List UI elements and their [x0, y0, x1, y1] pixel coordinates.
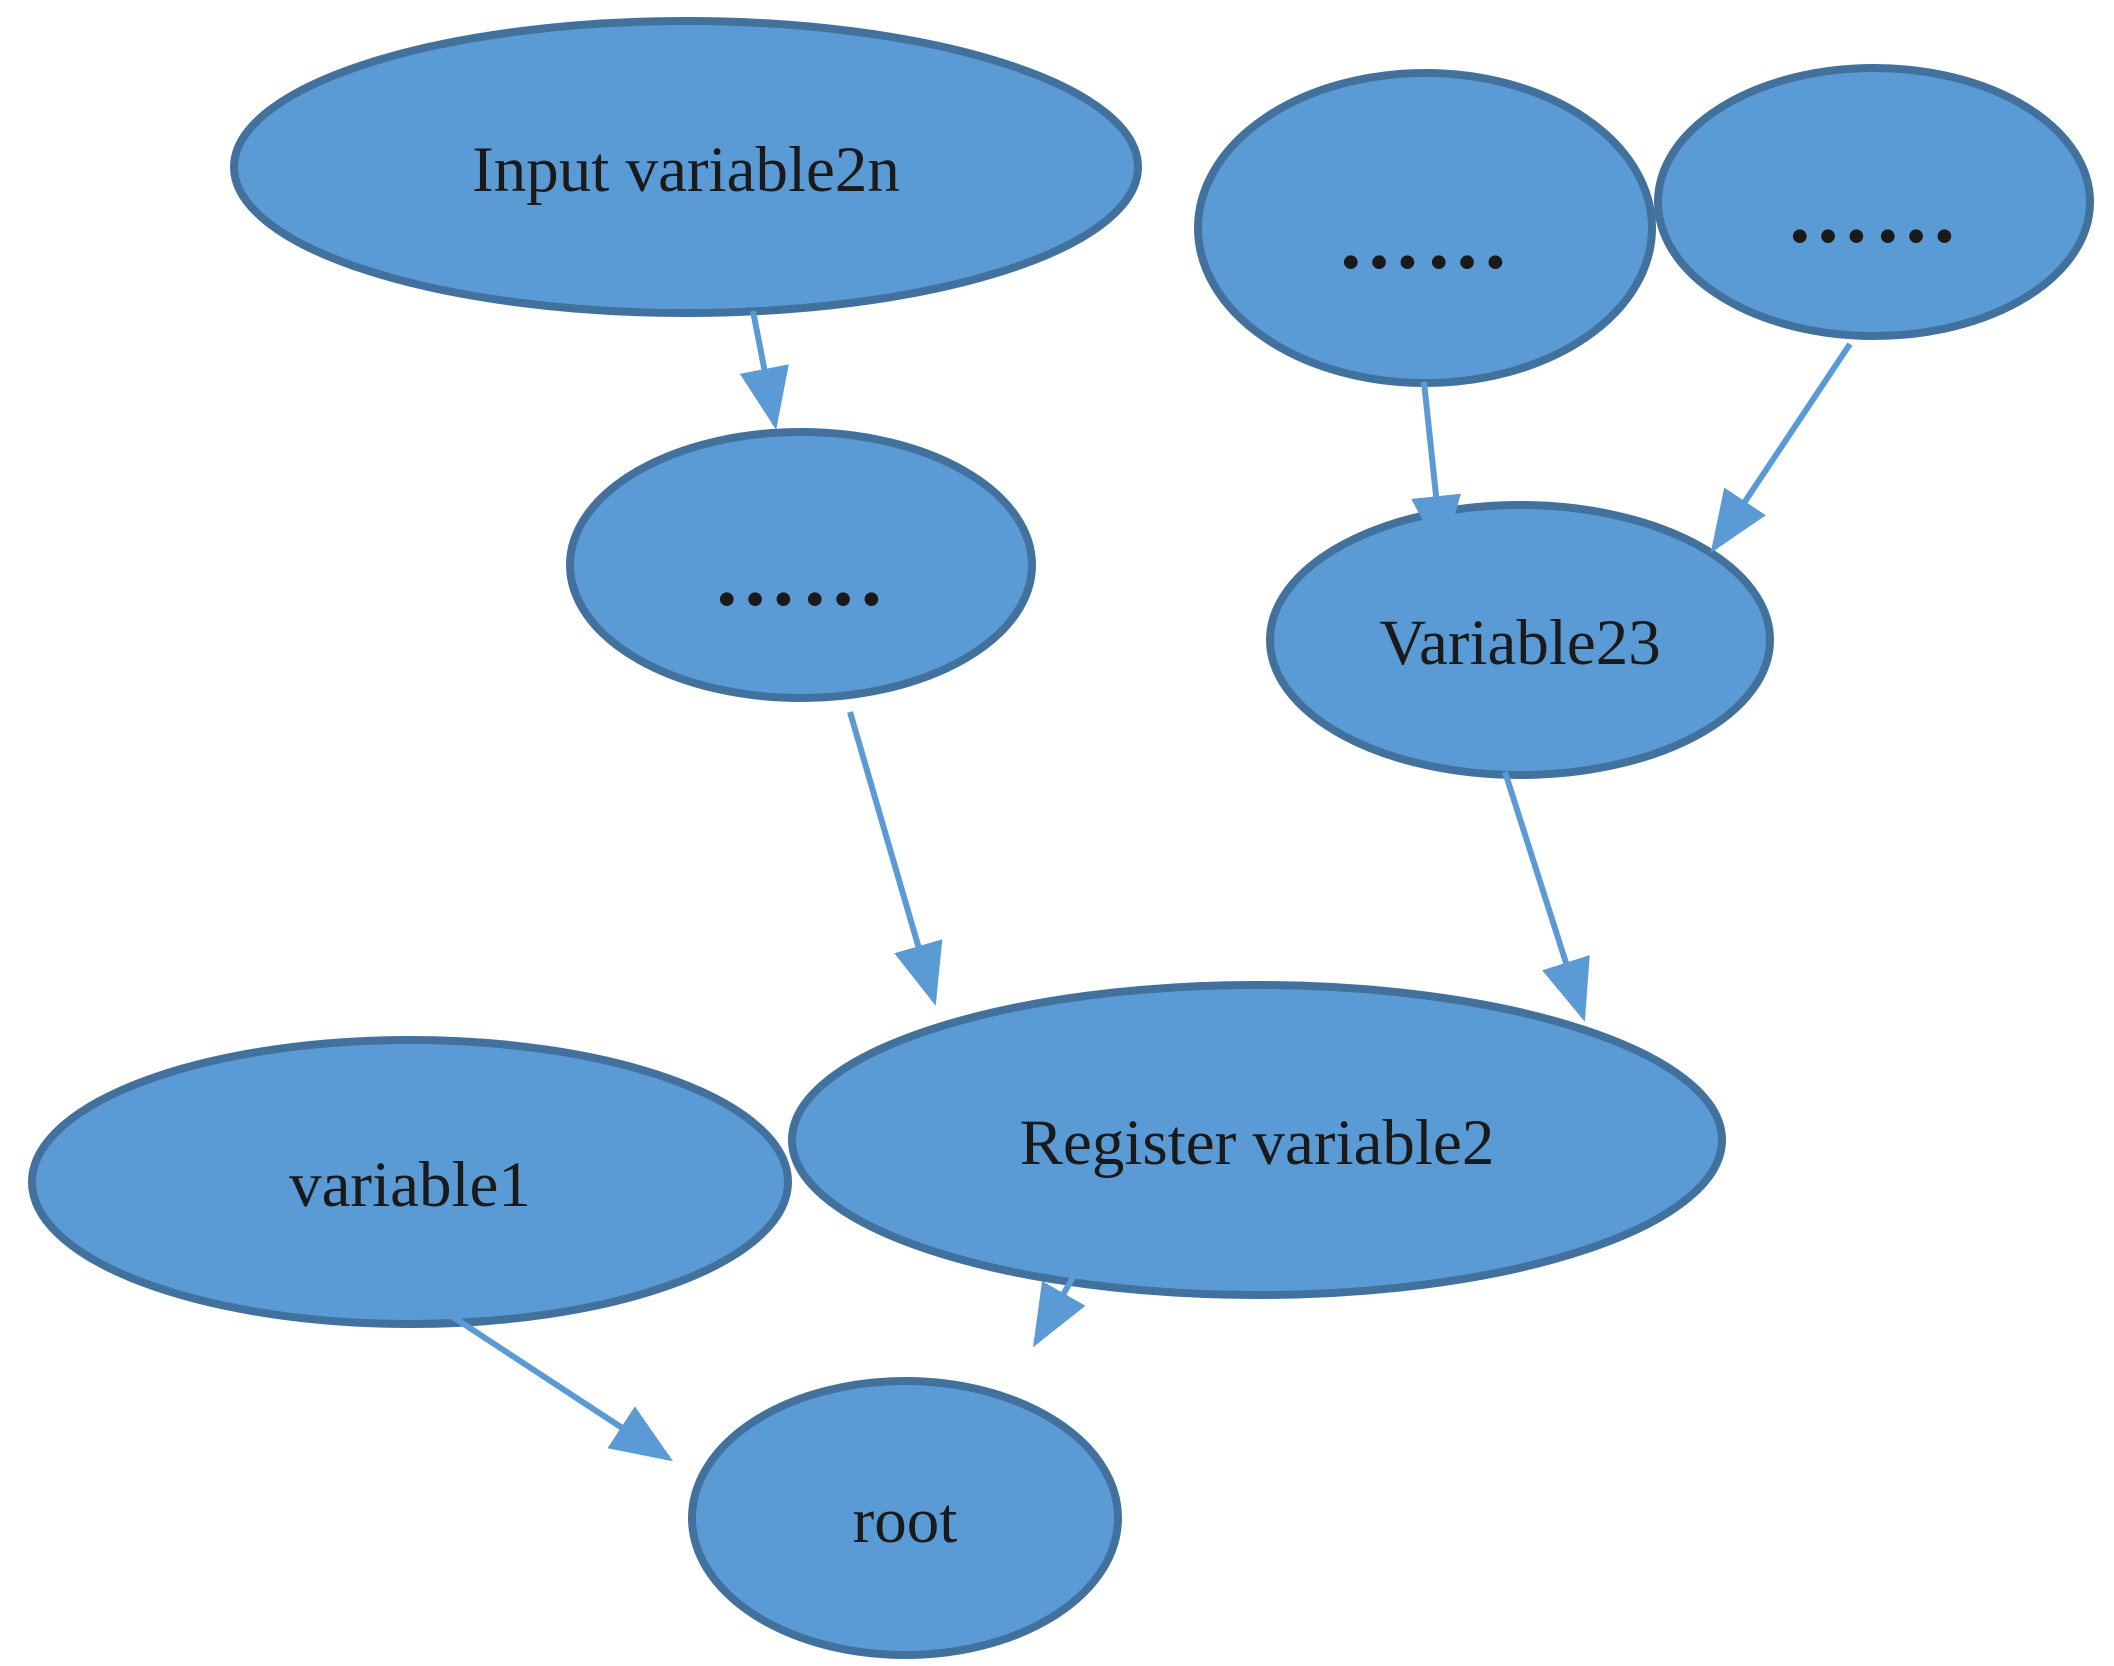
node-dots-top-right: …… — [1654, 64, 2094, 340]
node-input-variable2n-shape — [230, 17, 1142, 317]
node-variable23-shape — [1266, 501, 1774, 779]
node-dots-top-left-label: …… — [1337, 194, 1513, 287]
node-register-variable2: Register variable2 — [788, 981, 1726, 1299]
edge-dots-top-left-to-variable23 — [1411, 381, 1461, 558]
edge-dots-middle-to-register-variable2 — [847, 711, 943, 1006]
node-input-variable2n: Input variable2n — [230, 17, 1142, 317]
node-input-variable2n-label: Input variable2n — [472, 134, 900, 206]
node-variable23-label: Variable23 — [1379, 607, 1661, 679]
node-variable1-label: variable1 — [289, 1149, 531, 1221]
node-dots-top-right-label: …… — [1786, 168, 1962, 261]
node-register-variable2-shape — [788, 981, 1726, 1299]
node-dots-middle-label: …… — [713, 531, 889, 624]
node-variable1: variable1 — [28, 1036, 792, 1328]
edge-variable23-to-register-variable2 — [1502, 771, 1590, 1022]
node-variable23: Variable23 — [1266, 501, 1774, 779]
edge-input-variable2n-to-dots-middle — [739, 310, 789, 430]
node-root: root — [688, 1377, 1122, 1659]
edge-variable1-to-root — [448, 1312, 674, 1462]
nodes: Input variable2n …… …… …… Variable23 Reg… — [28, 17, 2094, 1659]
edge-register-variable2-to-root — [1033, 1270, 1086, 1348]
node-dots-middle-shape — [566, 428, 1036, 702]
node-register-variable2-label: Register variable2 — [1020, 1107, 1495, 1179]
node-dots-top-left: …… — [1194, 69, 1656, 387]
node-dots-middle: …… — [566, 428, 1036, 702]
node-dots-top-right-shape — [1654, 64, 2094, 340]
node-variable1-shape — [28, 1036, 792, 1328]
node-root-shape — [688, 1377, 1122, 1659]
node-root-label: root — [853, 1485, 958, 1557]
edges — [448, 310, 1853, 1462]
edge-dots-top-right-to-variable23 — [1710, 342, 1853, 553]
